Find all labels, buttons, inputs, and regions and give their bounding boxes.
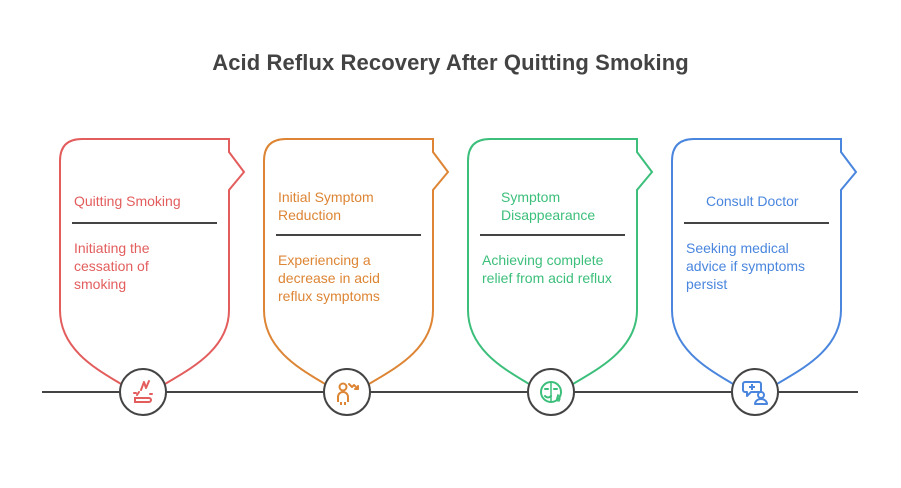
step-card-outline — [59, 138, 246, 385]
step-description: Experiencing a decrease in acid reflux s… — [278, 252, 380, 304]
person-decrease-icon — [337, 382, 359, 405]
step-divider — [276, 234, 421, 236]
smoking-cessation-icon — [133, 380, 153, 403]
step-card-outline — [671, 138, 858, 385]
step-description: Seeking medical advice if symptoms persi… — [686, 240, 806, 292]
step-node — [323, 368, 371, 416]
step-description: Initiating the cessation of smoking — [74, 240, 150, 292]
step-title: Quitting Smoking — [74, 193, 181, 209]
step-title: Initial Symptom Reduction — [278, 189, 374, 223]
step-description: Achieving complete relief from acid refl… — [482, 252, 612, 286]
diagram-title: Acid Reflux Recovery After Quitting Smok… — [212, 50, 689, 75]
step-title: Symptom Disappearance — [501, 189, 596, 223]
relief-face-icon — [540, 381, 562, 403]
step-divider — [684, 222, 829, 224]
step-card-outline — [467, 138, 654, 385]
step-divider — [72, 222, 217, 224]
doctor-consult-icon — [742, 381, 768, 405]
step-card-outline — [263, 138, 450, 385]
step-title: Consult Doctor — [706, 193, 799, 209]
step-node — [119, 368, 167, 416]
step-divider — [480, 234, 625, 236]
